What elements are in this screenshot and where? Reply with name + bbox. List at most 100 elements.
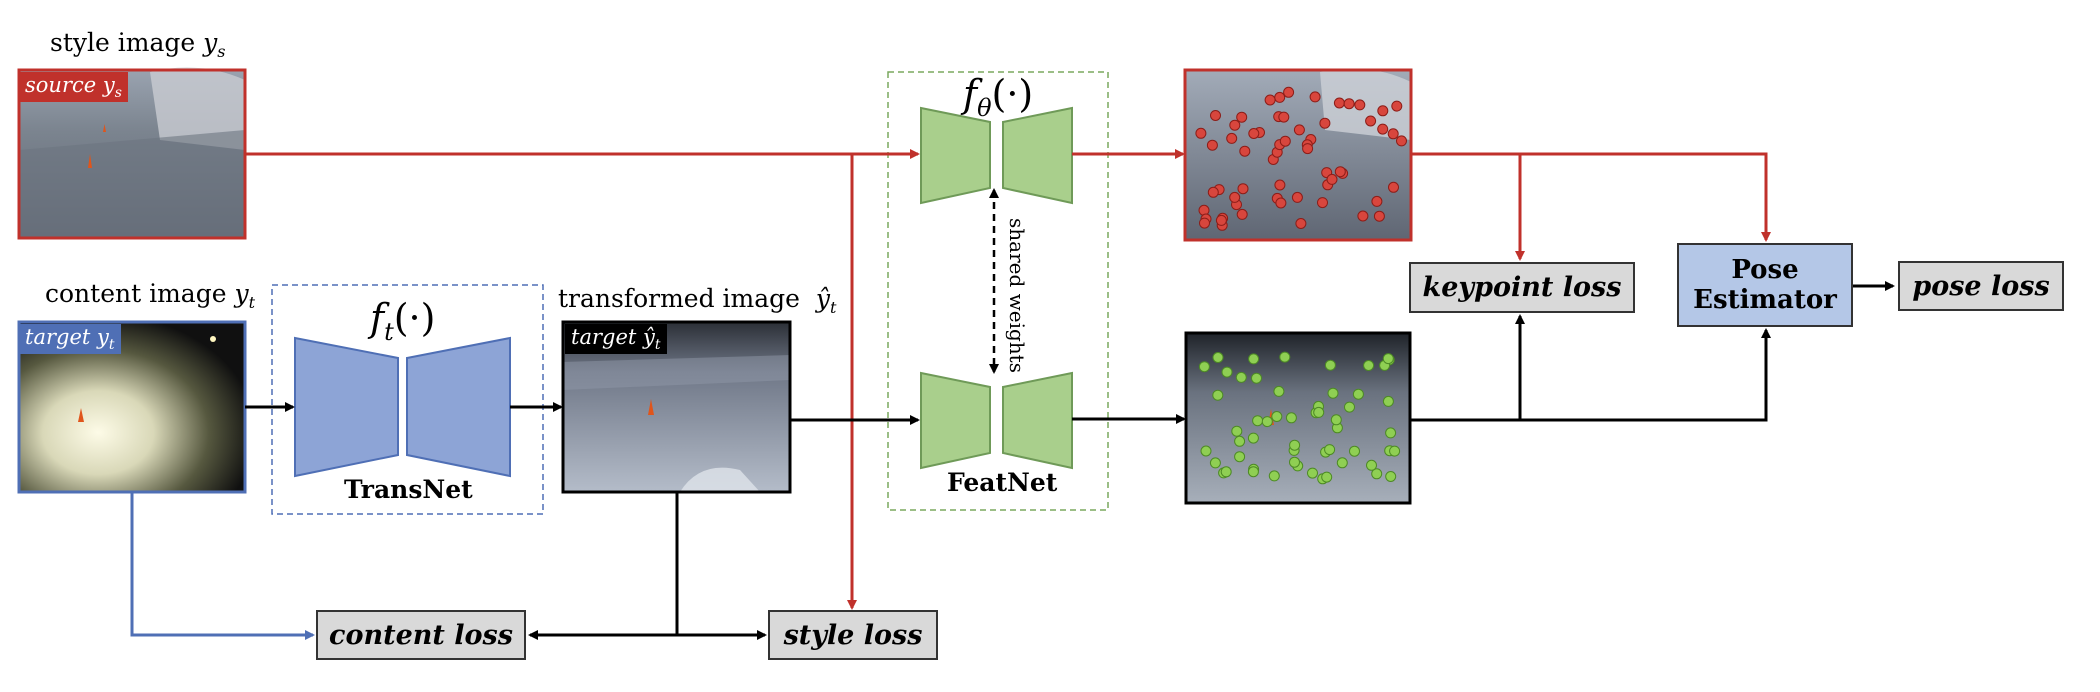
keypoint-dot <box>1278 111 1290 123</box>
keypoint-dot <box>1220 466 1232 478</box>
keypoint-dot <box>1333 97 1345 109</box>
pose-loss-box: pose loss <box>1898 261 2064 311</box>
keypoint-dot <box>1212 389 1224 401</box>
keypoint-dot <box>1385 427 1397 439</box>
keypoint-dot <box>1248 128 1260 139</box>
keypoint-dot <box>1229 191 1241 203</box>
source-image <box>17 67 247 240</box>
keypoint-dot <box>1236 208 1248 220</box>
target-tag: target yt <box>19 324 121 355</box>
keypoint-dot <box>1226 132 1238 144</box>
keypoint-dot <box>1343 98 1355 110</box>
arrow-red-keypoints-to-pose <box>1411 152 1771 242</box>
keypoint-dot <box>1371 468 1383 480</box>
keypoint-dot <box>1252 415 1264 427</box>
keypoint-dot <box>1319 117 1331 129</box>
feat-net-bottom-encoder <box>920 371 991 470</box>
keypoint-dot <box>1388 181 1399 193</box>
keypoint-dot <box>1377 123 1389 135</box>
keypoint-dot <box>1283 86 1295 98</box>
keypoint-dot <box>1366 459 1377 471</box>
transformed-image-label: transformed image ŷt <box>558 284 837 317</box>
keypoint-dot <box>1385 471 1397 482</box>
keypoint-dot <box>1210 110 1221 121</box>
keypoint-dot <box>1247 432 1259 444</box>
keypoint-dot <box>1389 445 1401 457</box>
style-image-label: style image ys <box>50 28 226 61</box>
keypoint-dot <box>1236 111 1248 123</box>
keypoint-dot <box>1334 166 1346 178</box>
keypoint-dot <box>1273 385 1285 397</box>
trans-net-decoder <box>406 336 511 478</box>
keypoints-source-image <box>1183 68 1413 242</box>
trans-net-encoder <box>294 336 399 478</box>
keypoint-dot <box>1391 100 1403 112</box>
target-hat-tag: target ŷt <box>565 324 667 355</box>
keypoint-dot <box>1279 135 1291 147</box>
keypoint-dot <box>1251 372 1262 384</box>
trans-net-container <box>271 284 544 515</box>
cone-icon <box>648 399 654 415</box>
keypoint-dot <box>1207 186 1219 198</box>
keypoint-dot <box>1373 210 1385 222</box>
red-keypoints <box>1195 86 1407 231</box>
source-tag: source ys <box>19 72 128 103</box>
keypoint-dot <box>1387 128 1399 140</box>
keypoint-dot <box>1289 456 1300 468</box>
keypoint-dot <box>1274 91 1286 103</box>
keypoint-dot <box>1352 388 1364 400</box>
cone-icon <box>103 124 106 132</box>
keypoint-dot <box>1200 445 1212 457</box>
keypoint-dot <box>1313 406 1325 418</box>
keypoint-dot <box>1324 444 1336 456</box>
keypoint-dot <box>1279 351 1291 363</box>
keypoint-dot <box>1357 210 1369 222</box>
feat-net-bottom-decoder <box>1002 371 1073 470</box>
keypoint-dot <box>1195 127 1207 139</box>
feat-net-function: fθ(·) <box>963 72 1034 122</box>
cone-icon <box>78 408 84 422</box>
keypoint-dot <box>1330 414 1342 426</box>
pose-estimator-line2: Estimator <box>1693 285 1837 315</box>
green-keypoints <box>1198 351 1401 485</box>
keypoint-dot <box>1264 94 1276 106</box>
keypoint-dot <box>1293 124 1305 136</box>
keypoint-dot <box>1229 119 1241 131</box>
feat-net-container <box>887 71 1109 511</box>
keypoint-dot <box>1377 105 1389 117</box>
keypoint-dot <box>1295 218 1307 229</box>
keypoint-dot <box>1309 91 1321 103</box>
style-loss-box: style loss <box>768 610 938 660</box>
keypoint-dot <box>1302 143 1314 155</box>
pose-estimator-box: Pose Estimator <box>1677 243 1853 327</box>
keypoint-dot <box>1248 353 1260 365</box>
content-loss-box: content loss <box>316 610 526 660</box>
keypoint-dot <box>1198 361 1210 373</box>
keypoint-dot <box>1327 387 1339 399</box>
keypoint-dot <box>1275 197 1287 209</box>
keypoint-dot <box>1336 457 1348 469</box>
keypoint-dot <box>1382 353 1394 365</box>
keypoint-dot <box>1291 191 1303 203</box>
keypoint-dot <box>1274 179 1286 191</box>
keypoint-dot <box>1365 115 1377 127</box>
keypoint-dot <box>1235 371 1247 383</box>
keypoint-dot <box>1234 451 1246 463</box>
keypoint-loss-box: keypoint loss <box>1409 262 1635 313</box>
feat-net-label: FeatNet <box>947 468 1058 497</box>
keypoint-dot <box>1317 197 1328 209</box>
keypoint-dot <box>1199 217 1210 229</box>
keypoint-dot <box>1326 173 1338 185</box>
keypoint-dot <box>1344 401 1355 413</box>
keypoint-dot <box>1234 435 1246 447</box>
keypoint-dot <box>1382 395 1394 407</box>
keypoint-dot <box>1371 195 1383 207</box>
keypoint-dot <box>1221 366 1233 378</box>
keypoint-dot <box>1209 457 1221 469</box>
pose-estimator-line1: Pose <box>1731 255 1799 285</box>
keypoint-dot <box>1206 139 1218 151</box>
arrow-green-keypoints-to-pose <box>1410 328 1771 422</box>
keypoint-dot <box>1363 360 1375 371</box>
keypoint-dot <box>1307 467 1318 479</box>
